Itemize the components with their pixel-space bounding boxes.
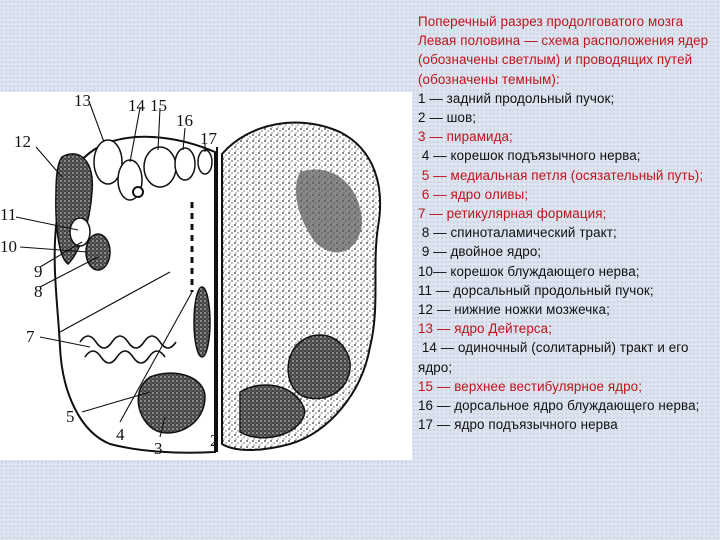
olive-nucleus [79,335,177,364]
legend-item: 13 — ядро Дейтерса; [418,321,553,337]
spinothalamic-line [59,271,171,333]
legend-item: 12 — нижние ножки мозжечка; [418,302,610,318]
legend-text-block: Поперечный разрез продолговатого мозга Л… [418,12,718,434]
label-14: 14 [128,96,146,115]
dorsal-longitudinal-bundle [85,233,111,271]
left-pyramid [137,372,206,434]
label-5: 5 [66,407,75,426]
label-7: 7 [26,327,35,346]
medial-lemniscus [193,286,211,358]
label-17: 17 [200,129,218,148]
legend-item: 11 — дорсальный продольный пучок; [418,282,654,298]
legend-item: 17 — ядро подъязычного нерва [418,417,618,433]
superior-vestibular-nucleus [143,146,177,188]
medulla-cross-section-drawing: 13 14 15 16 12 17 11 10 9 8 7 5 4 3 2 [0,92,382,458]
label-2: 2 [210,431,219,450]
legend-item: 10— корешок блуждающего нерва; [418,263,640,279]
label-10: 10 [0,237,17,256]
legend-item: 6 — ядро оливы; [418,186,529,202]
number-labels: 13 14 15 16 12 17 11 10 9 8 7 5 4 3 2 [0,92,219,458]
label-11: 11 [0,205,16,224]
solitary-tract [132,186,144,198]
label-15: 15 [150,96,167,115]
legend-item: 3 — пирамида; [418,129,513,145]
medulla-diagram: 13 14 15 16 12 17 11 10 9 8 7 5 4 3 2 [0,92,412,460]
right-olive [287,334,351,400]
label-4: 4 [116,425,125,444]
label-12: 12 [14,132,31,151]
legend-items: 1 — задний продольный пучок; 2 — шов; 3 — … [418,89,718,435]
label-16: 16 [176,111,193,130]
legend-item: 9 — двойное ядро; [418,244,542,260]
label-3: 3 [154,439,163,458]
leader-lines [15,103,218,438]
legend-item: 2 — шов; [418,110,477,126]
label-13: 13 [74,92,91,110]
deiters-nucleus [93,139,123,185]
legend-item: 7 — ретикулярная формация; [418,206,607,222]
nucleus-ambiguus-ellipse [69,217,91,247]
legend-item: 16 — дорсальное ядро блуждающего нерва; [418,398,700,414]
right-pyramid [239,384,306,439]
dorsal-vagus-nucleus [174,147,196,181]
right-dorsal-region [295,169,362,253]
label-9: 9 [34,262,43,281]
legend-item: 14 — одиночный (солитарный) тракт и его … [418,340,693,375]
legend-item: 4 — корешок подъязычного нерва; [418,148,641,164]
legend-item: 5 — медиальная петля (осязательный путь)… [418,167,704,183]
label-8: 8 [34,282,43,301]
legend-item: 8 — спиноталамический тракт; [418,225,617,241]
hypoglossal-nucleus [197,149,213,175]
legend-item: 15 — верхнее вестибулярное ядро; [418,378,643,394]
legend-item: 1 — задний продольный пучок; [418,90,615,106]
inferior-cerebellar-peduncle [55,153,94,265]
legend-intro: Левая половина — схема расположения ядер… [418,33,713,87]
legend-title: Поперечный разрез продолговатого мозга [418,14,684,29]
